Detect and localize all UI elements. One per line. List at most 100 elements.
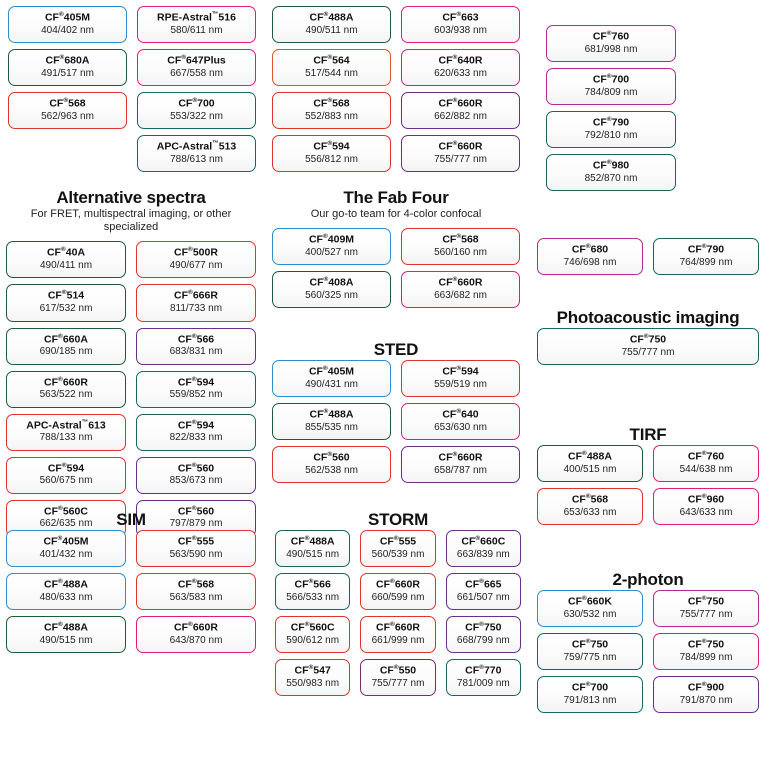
dye-name: CF®660R [438,140,483,153]
trademark-mark: ® [192,97,198,105]
section-title-photoacoustic: Photoacoustic imaging [556,308,740,327]
trademark-mark: ® [582,450,587,458]
dye-name: CF®960 [687,493,725,506]
trademark-mark: ® [701,493,707,501]
trademark-mark: ® [323,276,329,284]
trademark-mark: ® [606,116,612,124]
dye-name: CF®647Plus [167,54,226,67]
dye-name: CF®660R [376,621,420,634]
dye-name: CF®700 [571,681,609,694]
dye-name: CF®594 [177,418,215,432]
dye-spectra: 791/813 nm [563,694,617,706]
trademark-mark: ® [58,578,63,586]
trademark-mark: ® [327,451,333,459]
dye-name: CF®790 [592,116,630,129]
trademark-mark: ® [452,97,458,105]
dye-spectra: 490/411 nm [39,259,93,271]
dye-name: CF®680 [571,243,609,256]
dye-spectra: 643/633 nm [679,506,733,518]
dye-spectra: 560/675 nm [39,475,93,487]
dye-name: CF®488A [44,621,88,634]
dye-name: CF®640R [438,54,483,67]
trademark-mark: ® [59,54,65,62]
dye-name: CF®405M [43,535,89,548]
dye-name: CF®568 [177,578,215,591]
section-title-storm: STORM [367,510,429,529]
